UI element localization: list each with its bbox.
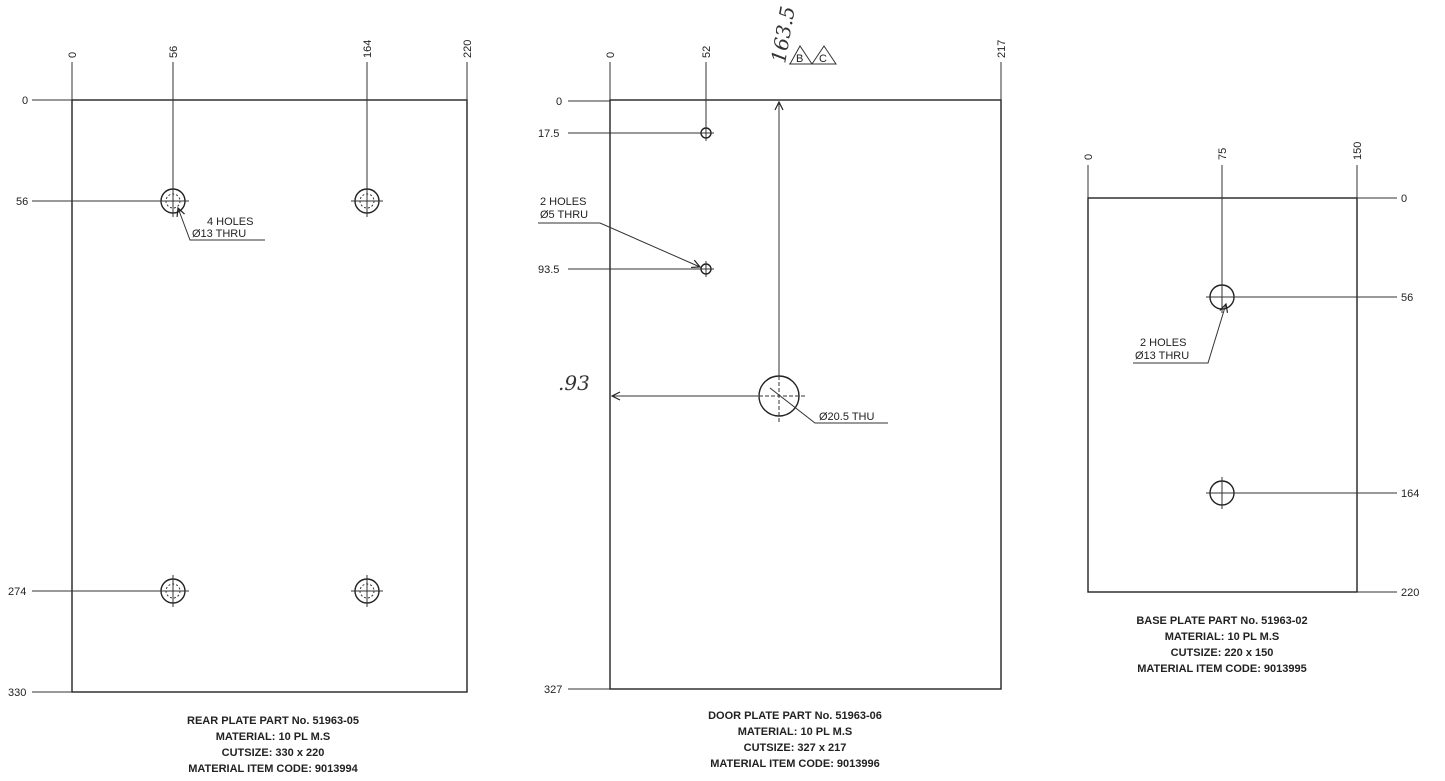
rear-plate-outline (71, 99, 468, 693)
hole (157, 185, 189, 217)
drawing-label: 93.5 (538, 264, 559, 276)
base-plate-y-dimensions: 0 56 164 220 (1236, 193, 1419, 599)
drawing-line (178, 208, 265, 241)
drawing-label: 217 (996, 40, 1008, 58)
drawing-label: 75 (1217, 148, 1229, 160)
drawing-label: CUTSIZE: 327 x 217 (744, 742, 847, 754)
datum-triangles-icon: B C (789, 45, 837, 65)
base-plate-holes (1206, 281, 1238, 509)
drawing-line (811, 45, 837, 65)
door-plate-hole-note: 2 HOLES Ø5 THRU Ø20.5 THU (538, 196, 888, 424)
door-plate-y-dimensions: 0 17.5 93.5 327 (538, 96, 700, 696)
x-dim-label: 164 (362, 40, 374, 58)
drawing-label: 2 HOLES (1140, 337, 1186, 349)
drawing-label: 0 (605, 52, 617, 58)
drawing-label: Ø5 THRU (540, 209, 588, 221)
small-hole (698, 125, 714, 141)
rear-plate-x-dimensions: 0 56 164 220 (67, 40, 474, 188)
drawing-label: Ø13 THRU (192, 228, 246, 240)
handwritten-annotations: 163.5 .93 B C (558, 4, 837, 396)
drawing-label: CUTSIZE: 330 x 220 (222, 747, 325, 759)
base-plate-hole-note: 2 HOLES Ø13 THRU (1133, 304, 1226, 364)
drawing-label: 0 (1401, 193, 1407, 205)
drawing-label: B (796, 53, 803, 65)
drawing-label: REAR PLATE PART No. 51963-05 (187, 715, 359, 727)
rear-plate-hole-note: 4 HOLES Ø13 THRU (178, 208, 265, 241)
drawing-line (538, 222, 700, 267)
x-dim-label: 56 (168, 46, 180, 58)
drawing-label: 17.5 (538, 128, 559, 140)
drawing-label: MATERIAL ITEM CODE: 9013995 (1137, 663, 1307, 675)
drawing-label: 2 HOLES (540, 196, 586, 208)
small-hole (698, 261, 714, 277)
base-plate-caption: BASE PLATE PART No. 51963-02 MATERIAL: 1… (1136, 615, 1307, 675)
drawing-label: MATERIAL: 10 PL M.S (216, 731, 331, 743)
rear-plate-y-dimensions: 0 56 274 330 (8, 95, 160, 699)
drawing-label: DOOR PLATE PART No. 51963-06 (708, 710, 882, 722)
hole (351, 575, 383, 607)
y-dim-label: 0 (22, 95, 28, 107)
drawing-label: 327 (544, 684, 562, 696)
drawing-line (1133, 304, 1226, 364)
drawing-label: 164 (1401, 488, 1419, 500)
hole (1206, 281, 1238, 313)
x-dim-label: 220 (462, 40, 474, 58)
door-plate-caption: DOOR PLATE PART No. 51963-06 MATERIAL: 1… (708, 710, 882, 770)
drawing-label: 220 (1401, 587, 1419, 599)
door-plate-outline (609, 99, 1002, 690)
y-dim-label: 56 (16, 196, 28, 208)
drawing-line (789, 45, 813, 65)
base-plate-x-dimensions: 0 75 150 (1083, 142, 1364, 285)
drawing-label: MATERIAL ITEM CODE: 9013996 (710, 758, 880, 770)
drawing-label: MATERIAL: 10 PL M.S (738, 726, 853, 738)
base-plate: 0 75 150 0 56 164 220 2 HOLES Ø13 THRU B… (1083, 142, 1419, 675)
door-plate: 0 52 217 0 17.5 93.5 327 2 HOLES Ø5 THRU… (538, 4, 1008, 770)
rear-plate-caption: REAR PLATE PART No. 51963-05 MATERIAL: 1… (187, 715, 359, 775)
drawing-label: 0 (556, 96, 562, 108)
large-hole (753, 370, 805, 422)
handwritten-93: .93 (558, 371, 590, 395)
door-plate-x-dimensions: 0 52 217 (605, 40, 1008, 128)
hole (351, 185, 383, 217)
drawing-label: C (819, 53, 827, 65)
drawing-label: BASE PLATE PART No. 51963-02 (1136, 615, 1307, 627)
rear-plate: 0 56 164 220 0 56 274 330 4 HOLES Ø13 TH… (8, 40, 474, 775)
drawing-label: Ø20.5 THU (819, 411, 874, 423)
door-plate-holes (698, 125, 805, 422)
drawing-label: MATERIAL: 10 PL M.S (1165, 631, 1280, 643)
hole (1206, 477, 1238, 509)
hole (157, 575, 189, 607)
drawing-label: Ø13 THRU (1135, 350, 1189, 362)
rear-plate-holes (157, 185, 383, 607)
y-dim-label: 274 (8, 586, 26, 598)
drawing-label: MATERIAL ITEM CODE: 9013994 (188, 763, 358, 775)
drawing-label: 150 (1352, 142, 1364, 160)
drawing-label: 0 (1083, 154, 1095, 160)
drawing-label: CUTSIZE: 220 x 150 (1171, 647, 1274, 659)
drawing-label: 4 HOLES (207, 216, 253, 228)
drawing-label: 52 (701, 46, 713, 58)
drawing-label: 56 (1401, 292, 1413, 304)
drawing-line (769, 387, 888, 424)
x-dim-label: 0 (67, 52, 79, 58)
y-dim-label: 330 (8, 687, 26, 699)
